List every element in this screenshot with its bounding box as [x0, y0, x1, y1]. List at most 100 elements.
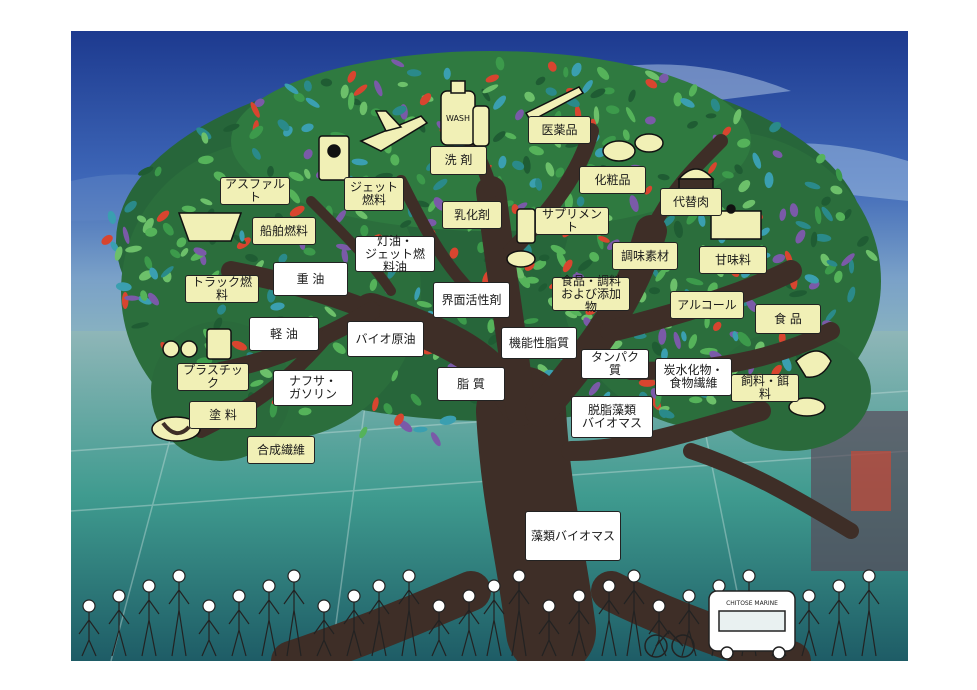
- leaf: [147, 292, 160, 306]
- leaf: [347, 92, 355, 110]
- fish-icon: [788, 397, 826, 417]
- leaf: [360, 224, 369, 237]
- leaf: [160, 266, 174, 278]
- leaf: [804, 181, 821, 190]
- leaf: [498, 155, 507, 169]
- leaf: [644, 185, 653, 195]
- leaf: [288, 171, 304, 182]
- person-body: [508, 582, 530, 657]
- illustration-svg: WASH CHITOSE MARINE: [71, 31, 908, 661]
- leaf: [332, 342, 346, 354]
- bus-sign-label: CHITOSE MARINE: [726, 600, 778, 607]
- leaf: [622, 129, 630, 141]
- leaf: [341, 248, 349, 264]
- leaf: [688, 84, 698, 97]
- person-head: [287, 569, 301, 583]
- person-body: [568, 602, 590, 657]
- plastic-cup-icon: [162, 328, 232, 360]
- leaf: [493, 95, 507, 110]
- paint-can-icon: [151, 416, 201, 442]
- leaf: [355, 209, 368, 220]
- leaf: [538, 254, 550, 262]
- leaf: [772, 150, 783, 158]
- leaf: [721, 171, 734, 179]
- leaf: [495, 56, 505, 71]
- city-block: [851, 451, 891, 511]
- leaf: [416, 173, 426, 185]
- leaf: [588, 381, 601, 396]
- leaf: [162, 222, 174, 236]
- leaf: [149, 267, 159, 280]
- icon-layer: WASH: [151, 80, 832, 442]
- label-plastic: プラスチック: [177, 363, 249, 391]
- person-body: [598, 592, 620, 657]
- label-functional-lipids: 機能性脂質: [501, 327, 577, 359]
- label-pharmaceuticals: 医薬品: [528, 116, 591, 144]
- person-head: [347, 589, 361, 603]
- leaf: [413, 426, 428, 433]
- leaf: [138, 270, 153, 281]
- leaf: [181, 205, 196, 213]
- leaf: [125, 245, 142, 253]
- chicken-icon: [795, 350, 832, 378]
- leaf: [124, 200, 137, 213]
- leaf: [789, 290, 807, 298]
- leaf: [414, 287, 421, 301]
- leaf: [816, 153, 826, 164]
- leaf: [605, 105, 620, 115]
- leaf: [142, 217, 154, 234]
- leaf: [545, 162, 555, 177]
- leaf: [688, 334, 698, 349]
- leaf: [742, 199, 756, 209]
- leaf: [598, 236, 610, 243]
- leaf: [826, 259, 838, 267]
- leaf: [303, 80, 312, 92]
- leaf: [737, 331, 752, 347]
- label-protein: タンパク質: [581, 349, 649, 379]
- person-body: [313, 612, 335, 657]
- leaf: [814, 206, 822, 225]
- leaf: [289, 205, 305, 217]
- leaf: [176, 237, 187, 248]
- leaf: [124, 295, 140, 301]
- leaf: [687, 120, 698, 129]
- label-synthetic-fiber: 合成繊維: [247, 436, 315, 464]
- leaf: [351, 158, 368, 166]
- leaf: [722, 126, 732, 136]
- leaf: [655, 268, 667, 282]
- leaf: [590, 88, 606, 99]
- leaf: [673, 220, 683, 239]
- person-head: [462, 589, 476, 603]
- leaf: [267, 165, 274, 177]
- label-emulsifier: 乳化剤: [442, 201, 502, 229]
- leaf: [512, 160, 525, 171]
- leaf: [821, 196, 831, 206]
- label-defatted-algae-biomass: 脱脂藻類 バイオマス: [571, 396, 653, 438]
- leaf: [522, 156, 531, 174]
- leaf: [738, 180, 751, 193]
- leaf: [795, 220, 811, 230]
- leaf: [689, 396, 703, 404]
- leaf: [136, 215, 147, 223]
- leaf: [589, 251, 600, 262]
- person-body: [168, 582, 190, 657]
- leaf: [841, 253, 855, 266]
- leaf: [430, 432, 441, 447]
- leaf: [830, 185, 843, 195]
- person-head: [402, 569, 416, 583]
- leaf: [658, 328, 667, 345]
- label-heavy-oil: 重 油: [273, 262, 348, 296]
- leaf: [528, 145, 544, 156]
- leaf: [259, 368, 273, 378]
- person-head: [572, 589, 586, 603]
- leaf: [705, 113, 717, 119]
- leaf: [138, 166, 154, 176]
- leaf: [562, 259, 573, 273]
- leaf: [433, 178, 448, 191]
- leaf: [681, 331, 687, 342]
- leaf: [121, 292, 129, 309]
- label-cosmetics: 化粧品: [579, 166, 646, 194]
- person-head: [317, 599, 331, 613]
- leaf: [390, 154, 400, 166]
- leaf: [555, 167, 565, 178]
